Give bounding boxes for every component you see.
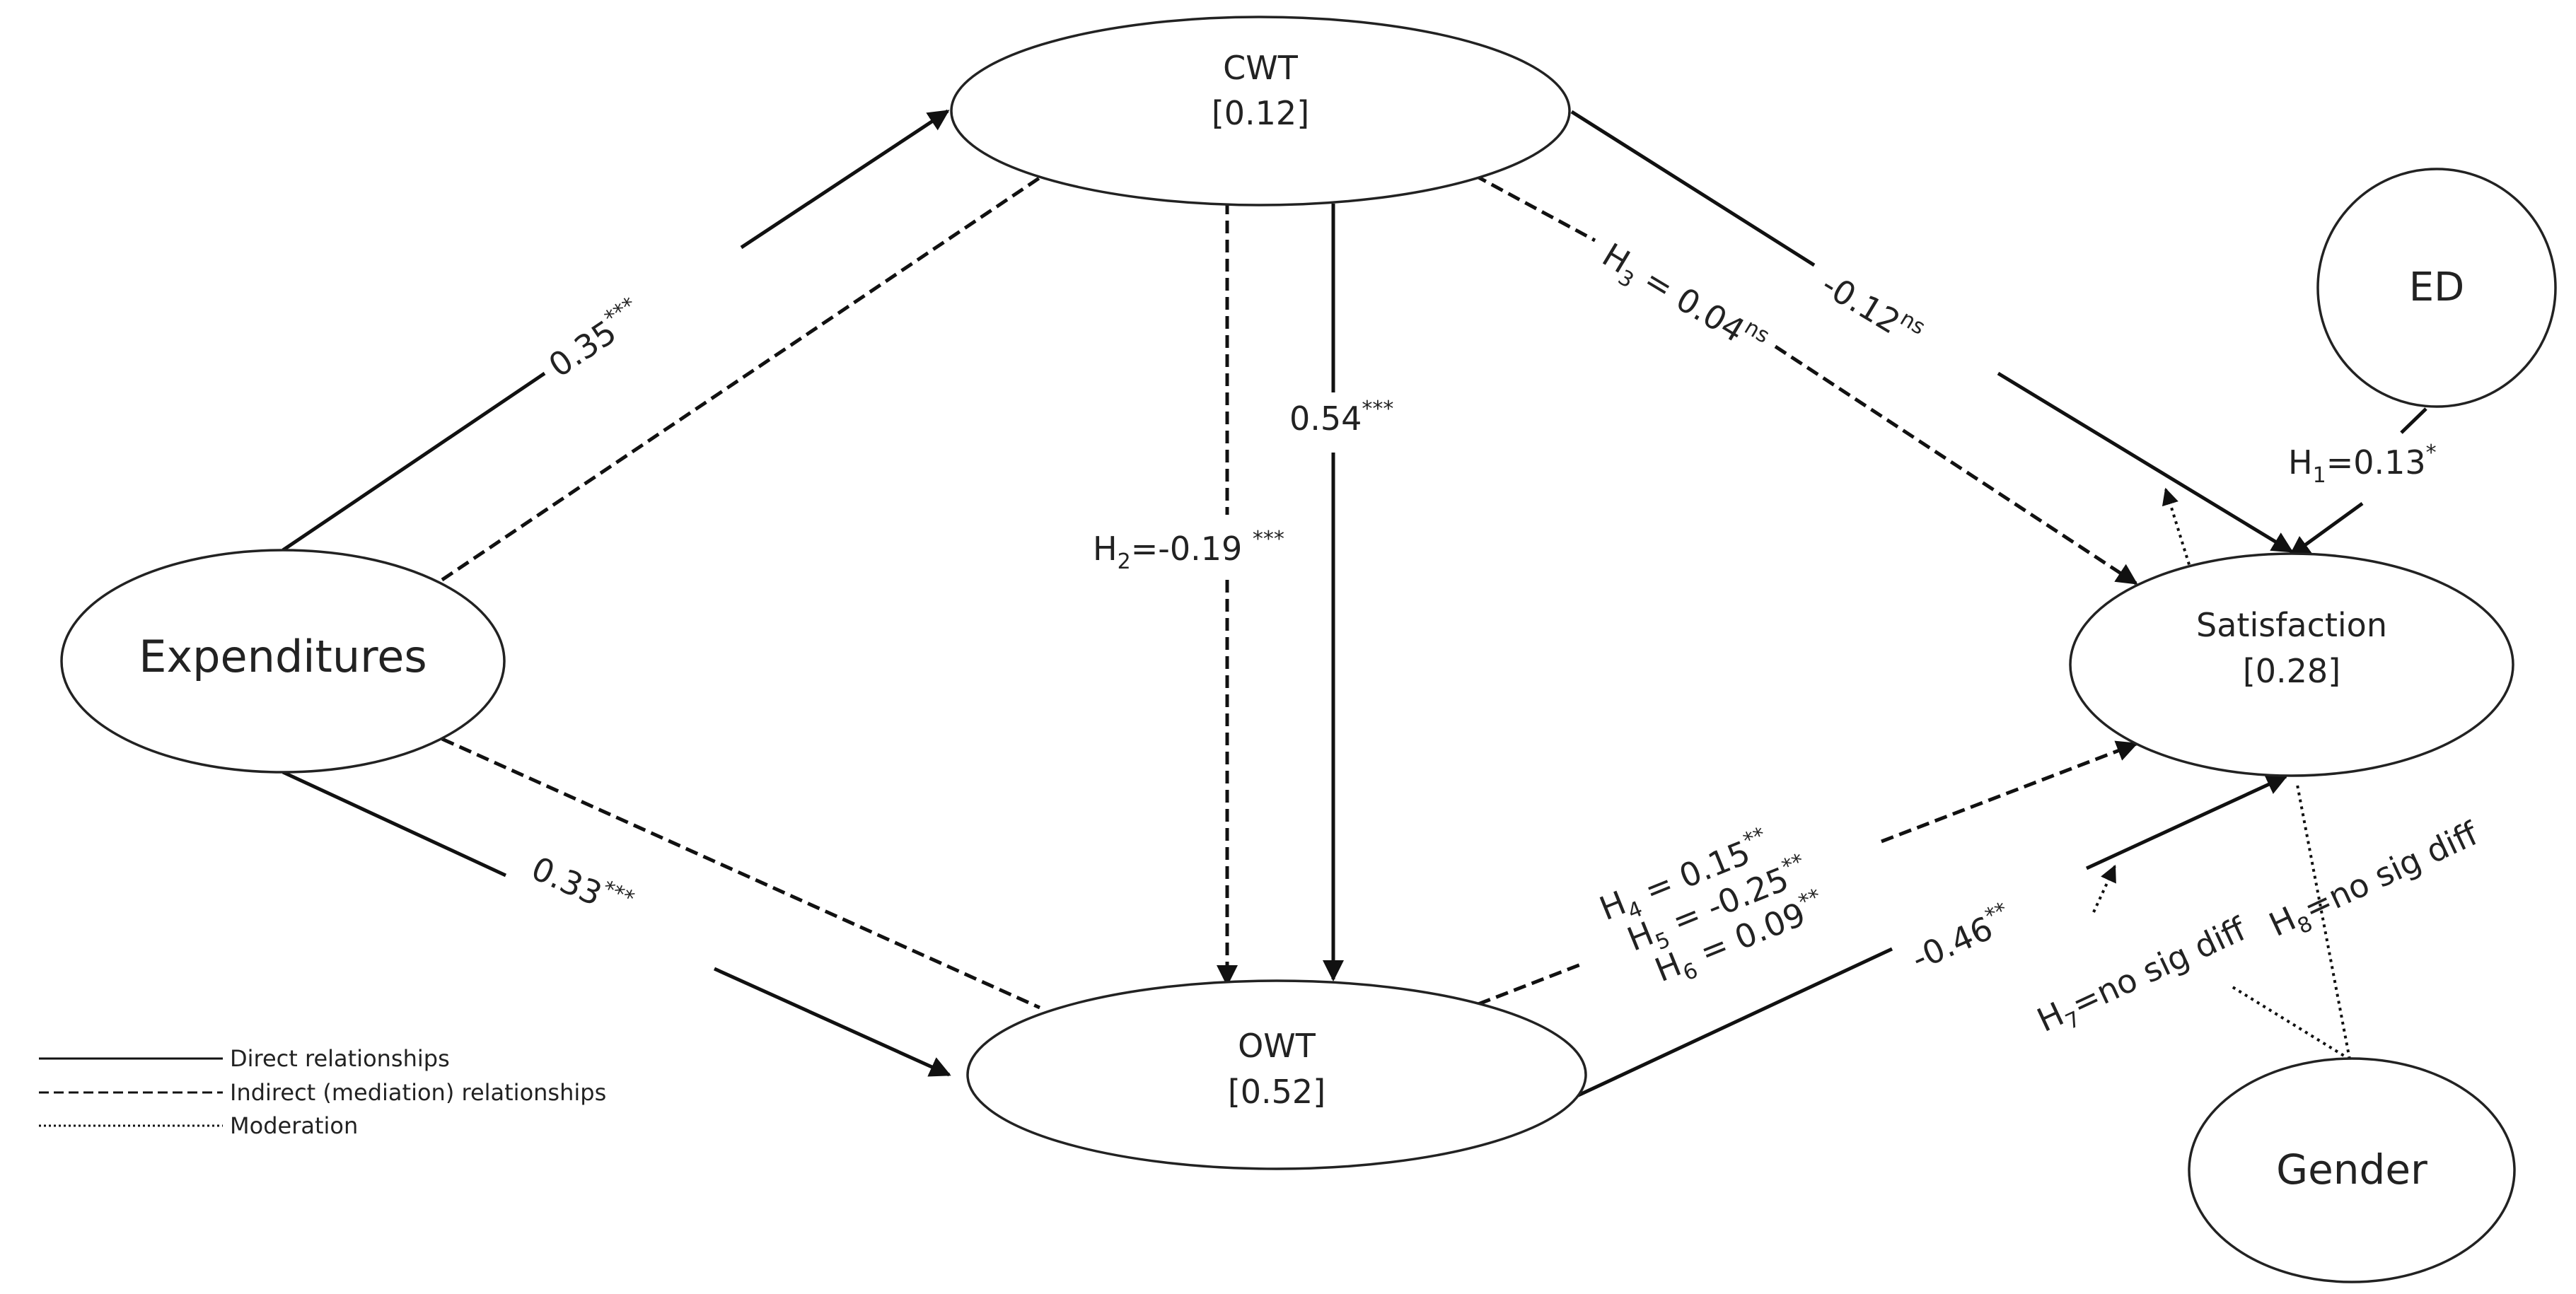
label-h1: H1=0.13* [2288,441,2437,488]
legend: Direct relationships Indirect (mediation… [39,1045,606,1139]
svg-text:ED: ED [2409,264,2465,310]
edge-moderation-ed [2162,487,2193,572]
svg-text:OWT: OWT [1238,1027,1316,1065]
svg-text:[0.12]: [0.12] [1212,94,1309,132]
svg-text:[0.28]: [0.28] [2243,652,2340,690]
svg-text:[0.52]: [0.52] [1228,1073,1325,1111]
label-h4-h6-group: H4 = 0.15** H5 = -0.25** H6 = 0.09** [1594,822,1824,989]
legend-moderation: Moderation [39,1112,358,1139]
svg-text:Gender: Gender [2276,1146,2427,1194]
label-h8: H8=no sig diff [2263,814,2487,950]
edge-expenditures-owt [282,770,951,1077]
svg-text:Moderation: Moderation [230,1112,358,1139]
edge-cwt-satisfaction [1570,110,2294,554]
legend-direct: Direct relationships [39,1045,450,1072]
label-h2: H2=-0.19 *** [1093,527,1284,574]
edge-ed-satisfaction [2288,407,2427,558]
edge-mediation-expenditures-cwt [441,173,1045,582]
label-cwt-owt: 0.54*** [1289,397,1393,438]
label-h3: H3 = 0.04ns [1593,233,1774,368]
label-cwt-satisfaction: -0.12ns [1815,263,1930,354]
node-expenditures: Expenditures [60,549,506,774]
node-gender: Gender [2188,1057,2516,1283]
svg-text:Indirect (mediation) relations: Indirect (mediation) relationships [230,1079,606,1106]
node-owt: OWT [0.52] [966,979,1587,1170]
node-ed: ED [2316,168,2557,408]
svg-text:Satisfaction: Satisfaction [2196,606,2387,644]
edge-mediation-expenditures-owt [441,737,1041,1010]
edge-expenditures-cwt [282,109,950,552]
label-exp-owt: 0.33*** [526,846,638,926]
edge-mediation-owt-satisfaction [1478,740,2138,1006]
svg-text:Expenditures: Expenditures [139,631,427,682]
node-satisfaction: Satisfaction [0.28] [2069,552,2514,777]
legend-indirect: Indirect (mediation) relationships [39,1079,606,1106]
label-exp-cwt: 0.35*** [540,293,650,385]
node-cwt: CWT [0.12] [950,16,1571,206]
label-h7: H7=no sig diff [2031,909,2255,1045]
label-owt-satisfaction: -0.46** [1905,897,2018,978]
edge-moderation-gender [2092,784,2351,1061]
svg-text:CWT: CWT [1223,49,1299,87]
edge-mediation-cwt-satisfaction [1473,173,2138,585]
svg-text:Direct relationships: Direct relationships [230,1045,450,1072]
